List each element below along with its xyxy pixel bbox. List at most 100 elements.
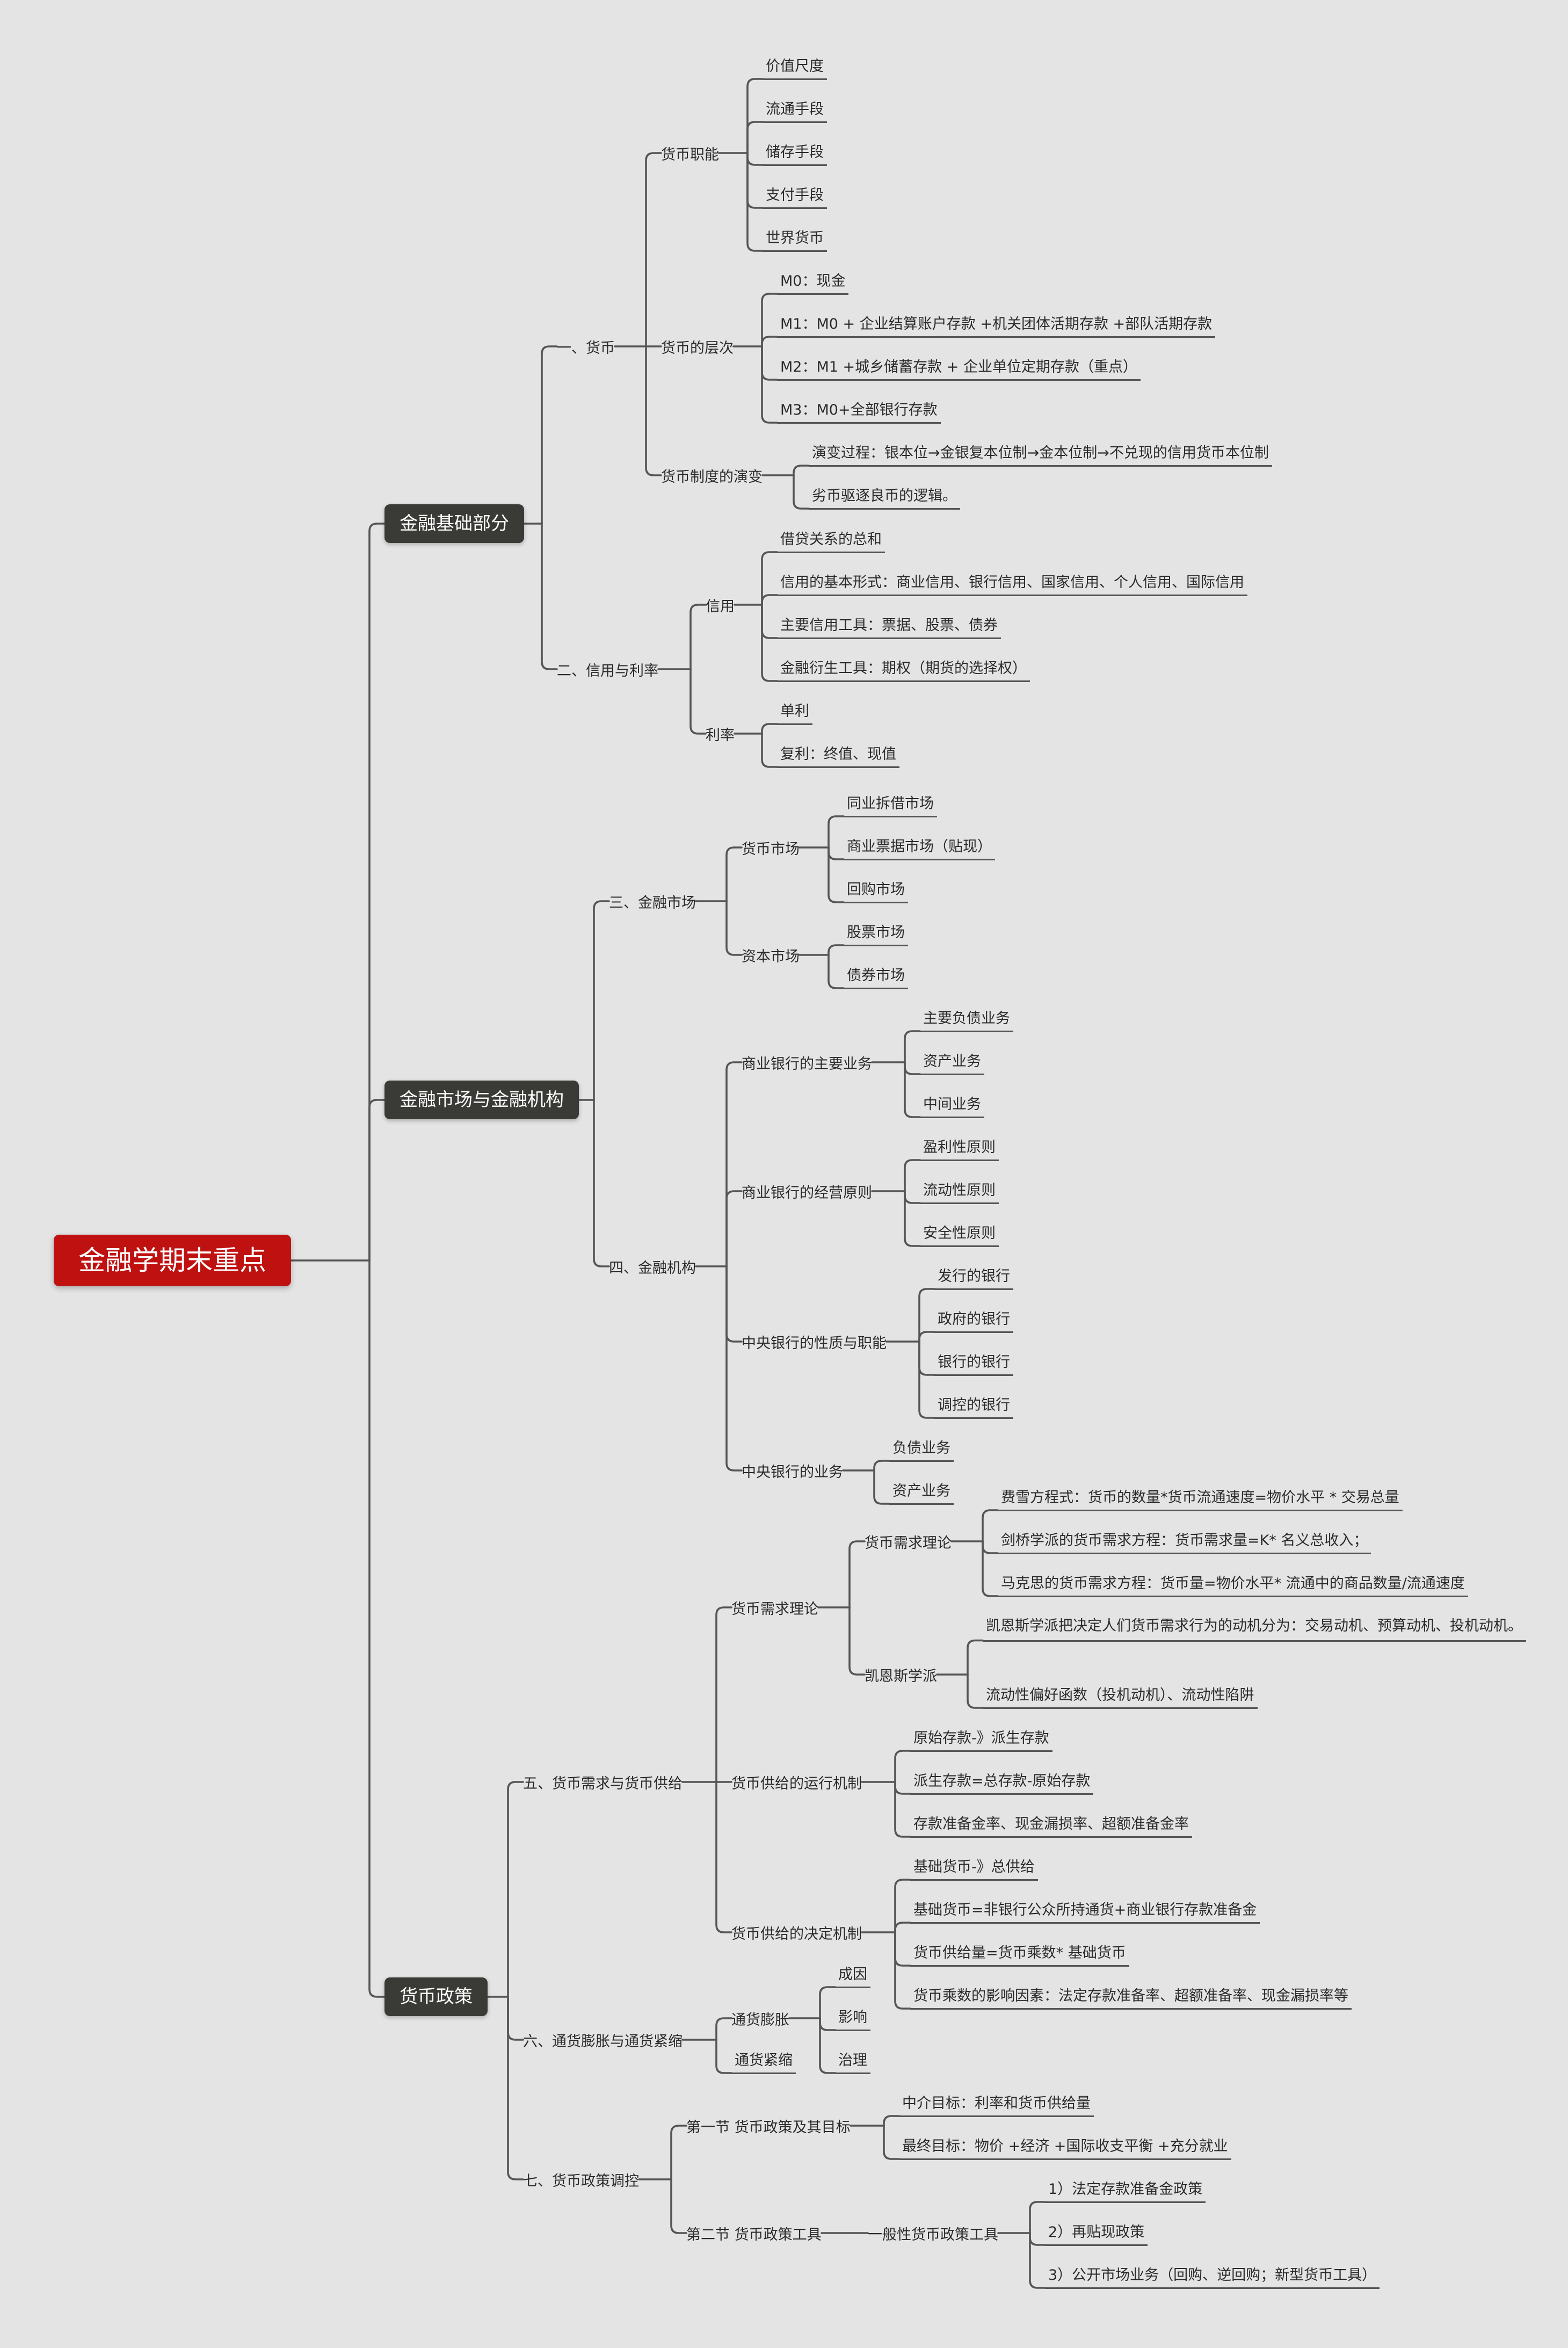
sub-topic-2-0-0-1[interactable]: 凯恩斯学派 bbox=[865, 1668, 937, 1685]
connector-line bbox=[645, 345, 662, 476]
sub-topic-2-2-1-0[interactable]: 一般性货币政策工具 bbox=[868, 2226, 998, 2243]
connector-line bbox=[894, 1781, 911, 1838]
root-topic[interactable]: 金融学期末重点 bbox=[54, 1235, 291, 1286]
sub-topic-1-0-1[interactable]: 资本市场 bbox=[742, 948, 800, 965]
leaf-topic-2-0-2-0[interactable]: 基础货币-》总供给 bbox=[910, 1855, 1038, 1881]
leaf-topic-0-0-0-2[interactable]: 储存手段 bbox=[763, 140, 827, 166]
leaf-topic-2-0-0-0-1[interactable]: 剑桥学派的货币需求方程：货币需求量=K* 名义总收入； bbox=[998, 1528, 1371, 1554]
leaf-topic-1-1-3-0[interactable]: 负债业务 bbox=[889, 1436, 954, 1462]
connector-line bbox=[894, 1781, 911, 1795]
sub-topic-0-0-0[interactable]: 货币职能 bbox=[661, 146, 719, 163]
leaf-topic-2-0-0-0-2[interactable]: 马克思的货币需求方程：货币量=物价水平* 流通中的商品数量/流通速度 bbox=[998, 1571, 1468, 1597]
leaf-topic-0-0-1-1[interactable]: M1：M0 + 企业结算账户存款 +机关团体活期存款 +部队活期存款 bbox=[777, 312, 1216, 338]
sub-topic-1-1-0[interactable]: 商业银行的主要业务 bbox=[742, 1055, 872, 1072]
leaf-topic-1-1-0-2[interactable]: 中间业务 bbox=[920, 1092, 984, 1118]
leaf-topic-2-1-1[interactable]: 通货紧缩 bbox=[731, 2048, 796, 2074]
connector-line bbox=[894, 1750, 911, 1783]
connector-line bbox=[761, 345, 778, 381]
leaf-topic-2-1-0-2[interactable]: 治理 bbox=[835, 2048, 870, 2074]
leaf-topic-2-0-1-1[interactable]: 派生存款=总存款-原始存款 bbox=[910, 1769, 1094, 1795]
connector-line bbox=[715, 2017, 732, 2041]
leaf-topic-2-0-0-0-0[interactable]: 费雪方程式：货币的数量*货币流通速度=物价水平 * 交易总量 bbox=[998, 1485, 1403, 1511]
sub-topic-0-0-1[interactable]: 货币的层次 bbox=[661, 339, 734, 357]
sub-topic-2-0[interactable]: 五、货币需求与货币供给 bbox=[523, 1775, 683, 1792]
sub-topic-0-1-0[interactable]: 信用 bbox=[706, 598, 735, 615]
connector-line bbox=[848, 1606, 866, 1676]
sub-topic-1-1-2[interactable]: 中央银行的性质与职能 bbox=[742, 1335, 887, 1352]
leaf-topic-0-0-0-0[interactable]: 价值尺度 bbox=[763, 54, 827, 80]
leaf-topic-1-0-0-2[interactable]: 回购市场 bbox=[844, 878, 908, 903]
sub-topic-2-0-2[interactable]: 货币供给的决定机制 bbox=[731, 1925, 862, 1943]
leaf-topic-2-2-1-0-1[interactable]: 2）再贴现政策 bbox=[1045, 2220, 1148, 2246]
connector-line bbox=[904, 1159, 921, 1192]
main-branch-2[interactable]: 货币政策 bbox=[384, 1977, 488, 2016]
leaf-topic-0-1-1-1[interactable]: 复利：终值、现值 bbox=[777, 742, 899, 768]
leaf-topic-2-0-0-1-0[interactable]: 凯恩斯学派把决定人们货币需求行为的动机分为：交易动机、预算动机、投机动机。 bbox=[983, 1613, 1526, 1642]
sub-topic-1-0[interactable]: 三、金融市场 bbox=[609, 894, 696, 911]
leaf-topic-1-1-2-0[interactable]: 发行的银行 bbox=[934, 1264, 1013, 1290]
leaf-topic-2-2-1-0-0[interactable]: 1）法定存款准备金政策 bbox=[1045, 2177, 1206, 2203]
leaf-topic-2-0-1-0[interactable]: 原始存款-》派生存款 bbox=[910, 1726, 1052, 1752]
main-branch-0[interactable]: 金融基础部分 bbox=[384, 504, 524, 543]
leaf-topic-2-0-2-1[interactable]: 基础货币=非银行公众所持通货+商业银行存款准备金 bbox=[910, 1898, 1260, 1924]
leaf-topic-1-1-1-1[interactable]: 流动性原则 bbox=[920, 1178, 999, 1204]
connector-line bbox=[982, 1509, 999, 1542]
connector-line bbox=[670, 2125, 687, 2180]
leaf-topic-2-1-0-1[interactable]: 影响 bbox=[835, 2005, 870, 2031]
sub-topic-2-0-0-0[interactable]: 货币需求理论 bbox=[865, 1534, 952, 1552]
connector-line bbox=[793, 474, 810, 510]
leaf-topic-1-0-0-1[interactable]: 商业票据市场（贴现） bbox=[844, 835, 995, 860]
sub-topic-0-1[interactable]: 二、信用与利率 bbox=[557, 662, 658, 679]
leaf-topic-2-2-0-0[interactable]: 中介目标：利率和货币供给量 bbox=[899, 2091, 1094, 2117]
sub-topic-0-0[interactable]: 一、货币 bbox=[557, 339, 615, 357]
sub-topic-2-2[interactable]: 七、货币政策调控 bbox=[523, 2172, 639, 2190]
leaf-topic-2-0-2-3[interactable]: 货币乘数的影响因素：法定存款准备率、超额准备率、现金漏损率等 bbox=[910, 1984, 1352, 2010]
sub-topic-1-1-3[interactable]: 中央银行的业务 bbox=[742, 1463, 843, 1481]
leaf-topic-0-0-2-1[interactable]: 劣币驱逐良币的逻辑。 bbox=[809, 484, 960, 510]
sub-topic-2-1[interactable]: 六、通货膨胀与通货紧缩 bbox=[523, 2033, 683, 2050]
leaf-topic-0-0-2-0[interactable]: 演变过程：银本位→金银复本位制→金本位制→不兑现的信用货币本位制 bbox=[809, 441, 1272, 467]
leaf-topic-1-0-1-0[interactable]: 股票市场 bbox=[844, 921, 908, 946]
leaf-topic-1-1-1-0[interactable]: 盈利性原则 bbox=[920, 1135, 999, 1161]
leaf-topic-2-0-1-2[interactable]: 存款准备金率、现金漏损率、超额准备金率 bbox=[910, 1812, 1192, 1838]
sub-topic-2-2-1[interactable]: 第二节 货币政策工具 bbox=[686, 2226, 822, 2243]
leaf-topic-1-0-0-0[interactable]: 同业拆借市场 bbox=[844, 792, 937, 817]
leaf-topic-1-1-0-1[interactable]: 资产业务 bbox=[920, 1049, 984, 1075]
leaf-topic-0-0-1-2[interactable]: M2：M1 +城乡储蓄存款 + 企业单位定期存款（重点） bbox=[777, 355, 1141, 381]
leaf-topic-2-2-0-1[interactable]: 最终目标：物价 +经济 +国际收支平衡 +充分就业 bbox=[899, 2134, 1231, 2160]
leaf-topic-2-0-0-1-1[interactable]: 流动性偏好函数（投机动机）、流动性陷阱 bbox=[983, 1683, 1258, 1709]
leaf-topic-1-1-1-2[interactable]: 安全性原则 bbox=[920, 1221, 999, 1247]
leaf-topic-0-1-0-0[interactable]: 借贷关系的总和 bbox=[777, 527, 885, 553]
leaf-topic-1-1-2-1[interactable]: 政府的银行 bbox=[934, 1307, 1013, 1333]
sub-topic-2-0-0[interactable]: 货币需求理论 bbox=[731, 1600, 818, 1618]
leaf-topic-1-1-0-0[interactable]: 主要负债业务 bbox=[920, 1006, 1013, 1032]
sub-topic-2-1-0[interactable]: 通货膨胀 bbox=[731, 2011, 789, 2028]
sub-topic-2-0-1[interactable]: 货币供给的运行机制 bbox=[731, 1775, 862, 1792]
leaf-topic-2-2-1-0-2[interactable]: 3）公开市场业务（回购、逆回购；新型货币工具） bbox=[1045, 2263, 1380, 2289]
leaf-topic-0-0-0-3[interactable]: 支付手段 bbox=[763, 183, 827, 209]
sub-topic-2-2-0[interactable]: 第一节 货币政策及其目标 bbox=[686, 2119, 851, 2136]
leaf-topic-1-1-2-2[interactable]: 银行的银行 bbox=[934, 1350, 1013, 1376]
leaf-topic-1-1-2-3[interactable]: 调控的银行 bbox=[934, 1393, 1013, 1419]
leaf-topic-0-1-0-3[interactable]: 金融衍生工具：期权（期货的选择权） bbox=[777, 656, 1030, 682]
connector-line bbox=[761, 293, 778, 347]
leaf-topic-0-1-0-1[interactable]: 信用的基本形式：商业信用、银行信用、国家信用、个人信用、国际信用 bbox=[777, 570, 1247, 596]
sub-topic-1-1-1[interactable]: 商业银行的经营原则 bbox=[742, 1184, 872, 1201]
leaf-topic-1-1-3-1[interactable]: 资产业务 bbox=[889, 1479, 954, 1505]
leaf-topic-0-1-0-2[interactable]: 主要信用工具：票据、股票、债券 bbox=[777, 613, 1001, 639]
leaf-topic-2-1-0-0[interactable]: 成因 bbox=[835, 1962, 870, 1988]
leaf-topic-1-0-1-1[interactable]: 债券市场 bbox=[844, 963, 908, 989]
leaf-topic-0-0-1-3[interactable]: M3：M0+全部银行存款 bbox=[777, 398, 941, 424]
sub-topic-1-0-0[interactable]: 货币市场 bbox=[742, 840, 800, 858]
leaf-topic-2-0-2-2[interactable]: 货币供给量=货币乘数* 基础货币 bbox=[910, 1941, 1129, 1967]
leaf-topic-0-0-1-0[interactable]: M0：现金 bbox=[777, 269, 849, 295]
leaf-topic-0-0-0-4[interactable]: 世界货币 bbox=[763, 226, 827, 252]
main-branch-1[interactable]: 金融市场与金融机构 bbox=[384, 1081, 579, 1119]
connector-line bbox=[761, 604, 778, 639]
leaf-topic-0-1-1-0[interactable]: 单利 bbox=[777, 699, 812, 725]
leaf-topic-0-0-0-1[interactable]: 流通手段 bbox=[763, 97, 827, 123]
sub-topic-0-1-1[interactable]: 利率 bbox=[706, 727, 735, 744]
connector-line bbox=[746, 121, 764, 154]
sub-topic-0-0-2[interactable]: 货币制度的演变 bbox=[661, 468, 763, 485]
sub-topic-1-1[interactable]: 四、金融机构 bbox=[609, 1259, 696, 1277]
